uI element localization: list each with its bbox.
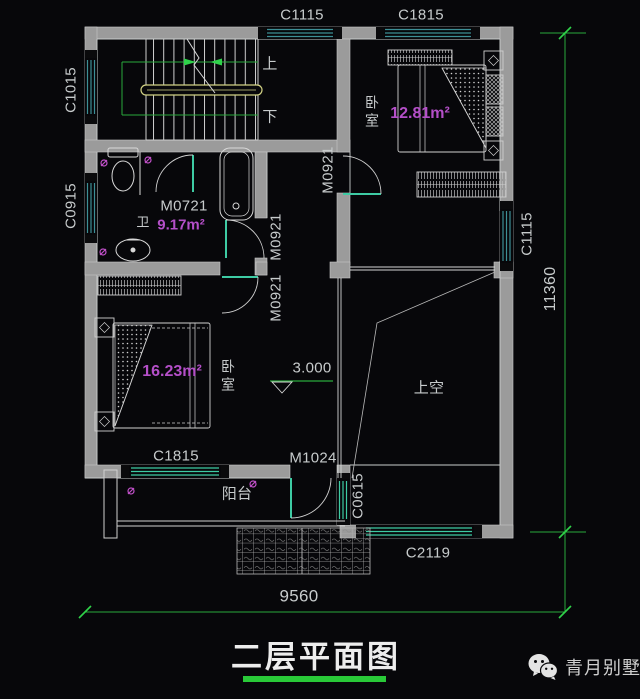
doors [155, 154, 382, 519]
door-toilet [155, 154, 194, 193]
sink [115, 238, 151, 262]
room-label-balcony: 阳台 [221, 485, 253, 503]
door-bedroom-top-m0921 [342, 155, 382, 195]
bedroom-top-furniture [387, 49, 507, 198]
stairs-down-label: 下 [262, 108, 278, 126]
wechat-icon [528, 654, 558, 680]
watermark-text: 青月别墅 [565, 657, 640, 678]
watermark: 青月别墅 [528, 653, 640, 680]
door-label-m0921-hall-lower: M0921 [267, 274, 285, 322]
bed [112, 322, 211, 429]
bathroom-fixtures [107, 147, 254, 262]
stair-break-line [186, 38, 216, 94]
dimension-height: 11360 [542, 266, 559, 312]
window-label-c1815-top: C1815 [398, 6, 444, 24]
nightstand [483, 140, 504, 161]
window-label-c1815-bottom: C1815 [153, 447, 199, 465]
void-diagonal [351, 271, 496, 479]
stair-arrow-icon [210, 58, 222, 66]
toilet-tank [107, 147, 139, 158]
room-label-bath: 卫 [136, 214, 150, 230]
room-area-bedroom-top: 12.81m² [390, 105, 450, 122]
level-marker [270, 380, 333, 394]
room-area-bath: 9.17m² [157, 216, 205, 234]
bedroom-bottom-furniture [94, 275, 211, 432]
nightstand [94, 317, 115, 338]
door-label-m0921-bedroom: M0921 [319, 146, 337, 194]
window-label-c2119-bottom: C2119 [405, 544, 451, 562]
room-area-bedroom-bottom: 16.23m² [142, 363, 202, 380]
electrical-symbols [99, 156, 257, 495]
toilet-bowl [111, 160, 135, 192]
window-label-c1015-left: C1015 [62, 67, 80, 113]
level-value: 3.000 [292, 359, 332, 377]
dimension-width: 9560 [279, 586, 319, 606]
window-label-c1115-top: C1115 [280, 6, 324, 24]
staircase [121, 38, 263, 141]
room-label-bedroom-top: 卧室 [364, 95, 380, 131]
nightstand [94, 411, 115, 432]
door-label-m0721: M0721 [160, 197, 208, 215]
room-label-bedroom-bottom: 卧室 [220, 359, 236, 395]
paving-tiles [236, 527, 371, 575]
level-triangle-icon [270, 381, 294, 394]
bathtub [219, 147, 254, 221]
door-label-m1024: M1024 [289, 449, 337, 467]
nightstand [483, 50, 504, 71]
window-label-c0615-inner: C0615 [349, 473, 367, 519]
stair-arrow-icon [184, 58, 196, 66]
door-balcony-m1024 [290, 477, 332, 519]
dimension-lines [78, 26, 586, 619]
windows [85, 27, 513, 538]
balcony-structure [103, 469, 371, 575]
door-label-m0921-hall-upper: M0921 [267, 213, 285, 261]
room-label-void: 上空 [413, 379, 445, 397]
window-label-c0915-left: C0915 [62, 183, 80, 229]
void-area [337, 266, 496, 479]
door-bath-m0721 [225, 219, 265, 259]
door-bedroom-bottom-m0921 [221, 276, 259, 314]
page-title: 二层平面图 [231, 639, 401, 675]
window-label-c1115-right: C1115 [518, 212, 536, 256]
title-underline [243, 676, 386, 682]
stairs-up-label: 上 [262, 55, 278, 73]
